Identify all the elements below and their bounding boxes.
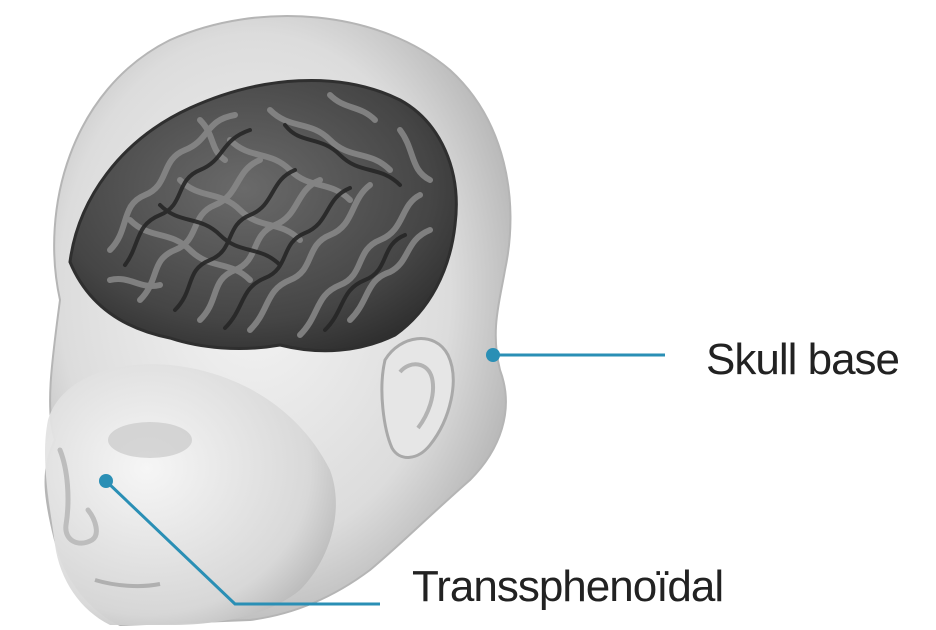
transsphenoidal-label: Transsphenoïdal — [412, 565, 723, 609]
skull-base-label: Skull base — [706, 338, 899, 382]
skull-base-dot — [486, 348, 500, 362]
transsphenoidal-dot — [99, 474, 113, 488]
eye — [108, 422, 192, 458]
skull-base-leader — [486, 348, 665, 362]
